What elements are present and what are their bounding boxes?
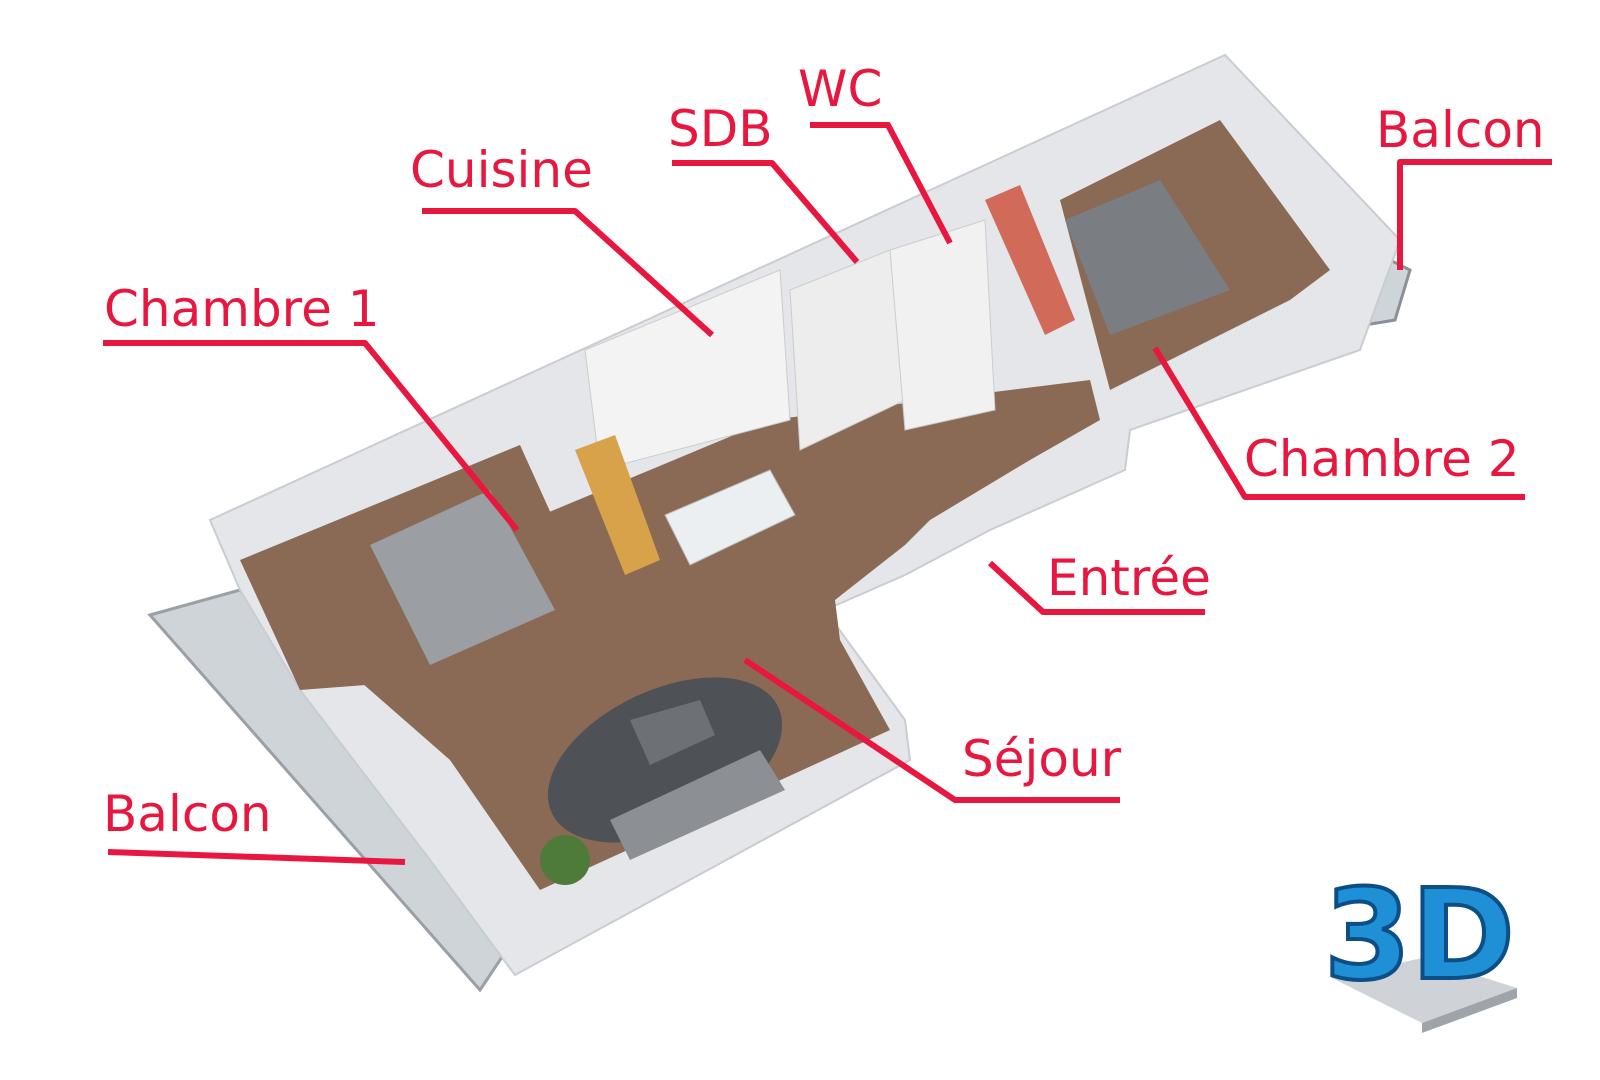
label-entree: Entrée — [1047, 549, 1211, 607]
leader-sdb — [672, 160, 860, 264]
leader-entree — [987, 560, 1205, 615]
label-sdb: SDB — [668, 100, 773, 158]
leader-chambre2 — [1152, 346, 1525, 500]
wardrobe-1 — [575, 435, 660, 575]
leader-balcon-right — [1397, 159, 1552, 270]
leader-chambre1 — [103, 340, 520, 532]
leader-balcon-left — [107, 849, 406, 865]
leader-cuisine — [422, 208, 715, 338]
label-cuisine: Cuisine — [410, 141, 593, 199]
kitchen-cabinets — [584, 269, 791, 471]
wardrobe-2 — [985, 185, 1075, 335]
leader-wc — [810, 122, 953, 245]
svg-text:3D: 3D — [1324, 863, 1515, 1008]
plant — [540, 835, 590, 885]
label-balcon-left: Balcon — [103, 785, 272, 843]
kitchen-island — [664, 469, 796, 566]
leader-sejour — [743, 657, 1120, 803]
label-balcon-right: Balcon — [1376, 101, 1545, 159]
label-chambre2: Chambre 2 — [1244, 430, 1520, 488]
3d-logo: 3D — [1322, 861, 1517, 1033]
label-sejour: Séjour — [962, 730, 1122, 788]
sofa — [610, 750, 785, 860]
bed-1 — [370, 490, 555, 665]
label-chambre1: Chambre 1 — [104, 280, 380, 338]
wc-room — [889, 219, 996, 431]
bed-2 — [1065, 180, 1230, 335]
coffee-table — [630, 700, 715, 765]
label-wc: WC — [798, 60, 883, 118]
floor-living — [290, 380, 1100, 890]
